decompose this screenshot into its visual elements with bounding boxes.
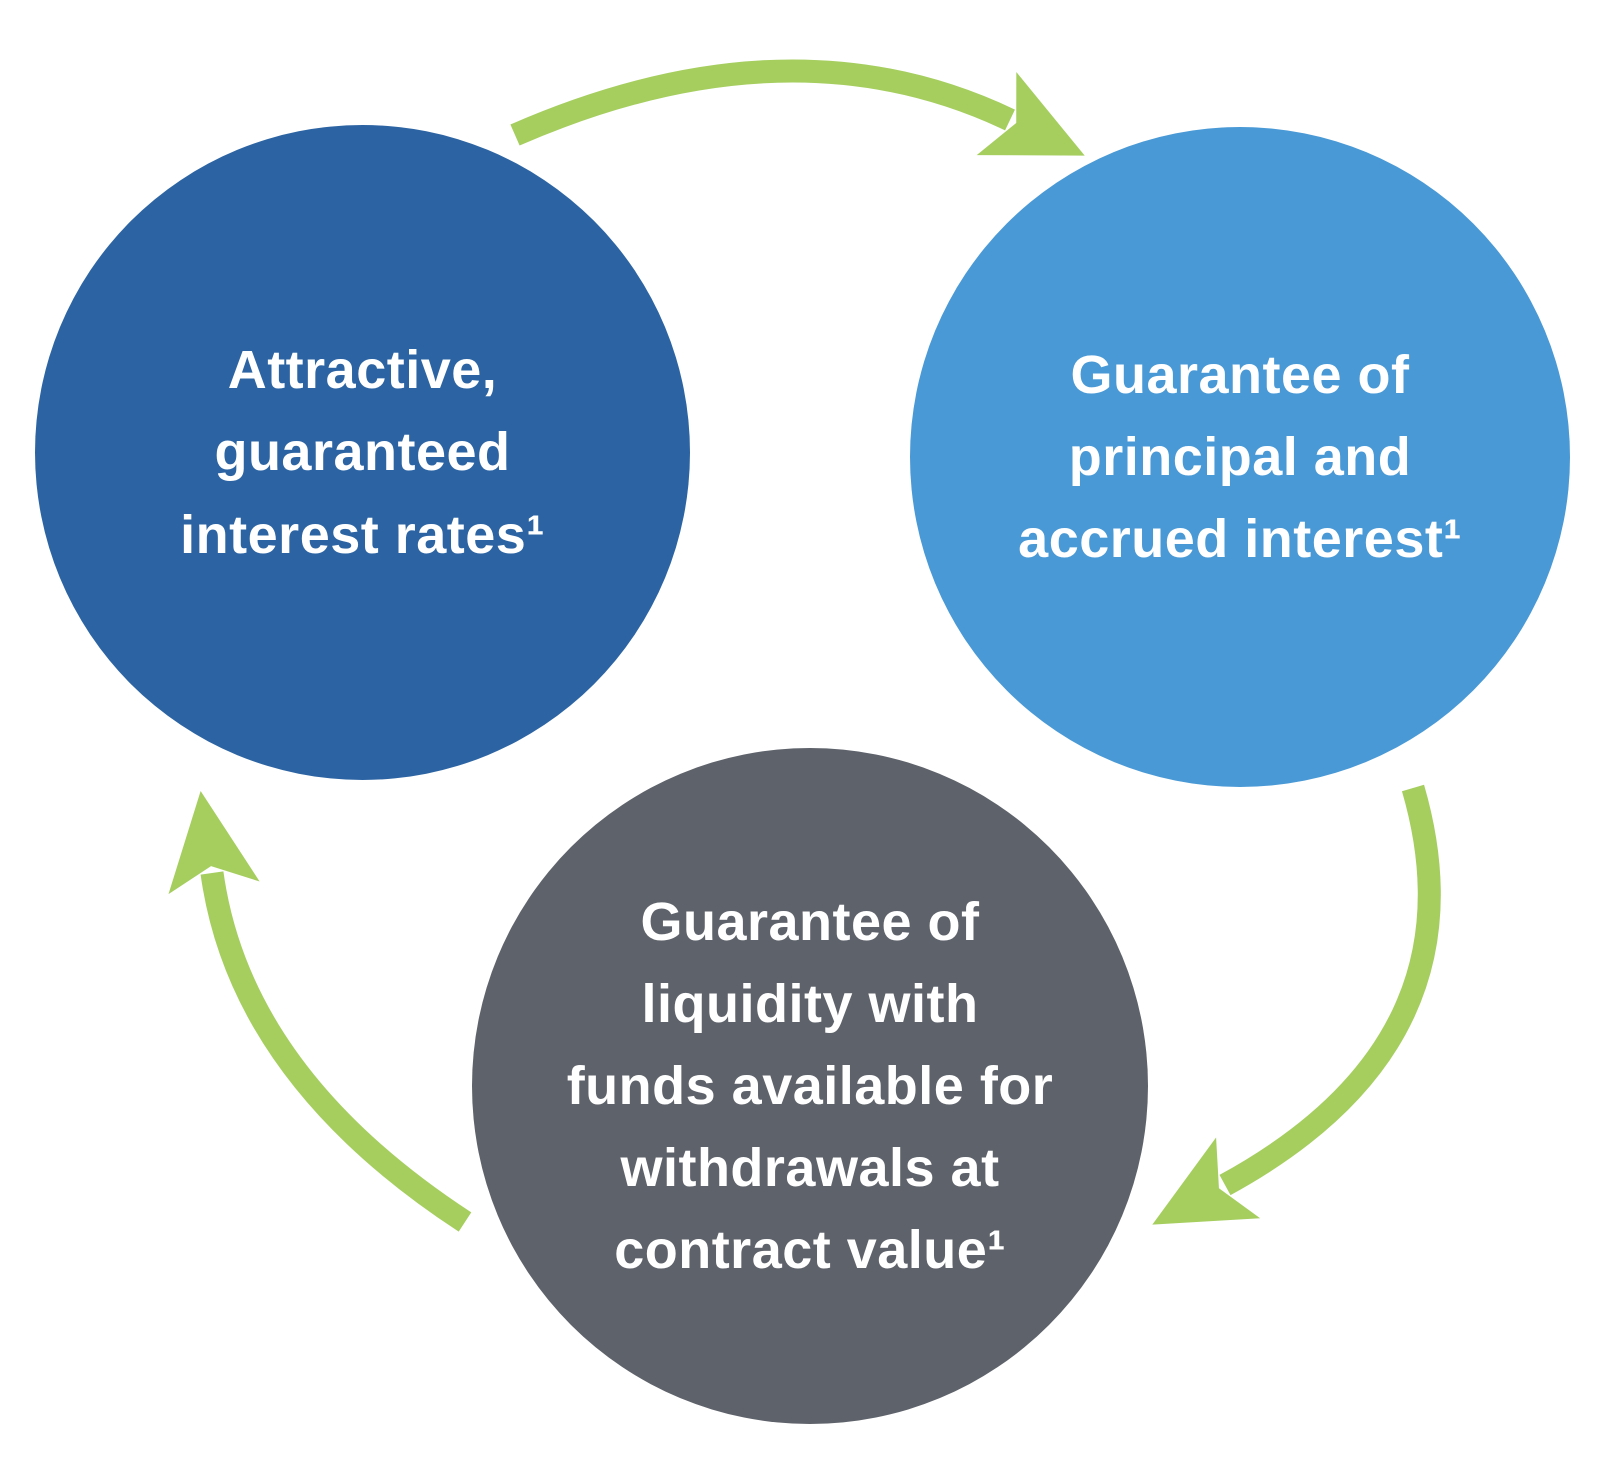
arrow-rates-to-principal-icon [510, 59, 1085, 156]
node-guarantee-principal-interest-label: Guarantee of principal and accrued inter… [1018, 344, 1462, 570]
arrow-liquidity-to-rates-icon [168, 790, 472, 1232]
node-attractive-guaranteed-rates: Attractive, guaranteed interest rates¹ [35, 125, 690, 780]
node-attractive-guaranteed-rates-label: Attractive, guaranteed interest rates¹ [180, 340, 545, 565]
node-guarantee-liquidity-label: Guarantee of liquidity with funds availa… [566, 891, 1054, 1281]
node-guarantee-liquidity: Guarantee of liquidity with funds availa… [472, 748, 1148, 1424]
node-guarantee-principal-interest: Guarantee of principal and accrued inter… [910, 127, 1570, 787]
arrow-principal-to-liquidity-icon [1152, 784, 1441, 1225]
